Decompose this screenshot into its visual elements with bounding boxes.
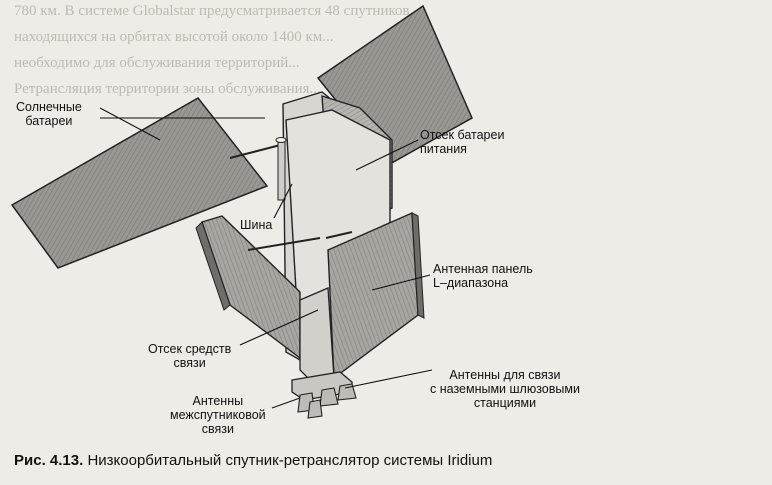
caption-text: Низкоорбитальный спутник-ретранслятор си… bbox=[87, 452, 493, 469]
caption-number: Рис. 4.13. bbox=[14, 452, 84, 469]
gateway-antenna-3 bbox=[337, 383, 357, 401]
strut-2 bbox=[325, 231, 353, 239]
leader-gateway bbox=[344, 369, 433, 389]
leader-comms bbox=[239, 309, 319, 346]
figure-caption: Рис. 4.13. Низкоорбитальный спутник-ретр… bbox=[14, 452, 492, 469]
bleed-through-text: 780 км. В системе Globalstar предусматри… bbox=[14, 3, 421, 97]
leader-bus bbox=[273, 183, 293, 219]
label-l-band-panel: Антенная панель L–диапазона bbox=[433, 262, 533, 290]
solar-panel-lower bbox=[10, 97, 269, 269]
satellite-figure bbox=[10, 4, 473, 419]
strut bbox=[247, 237, 321, 251]
label-bus: Шина bbox=[240, 218, 273, 232]
l-band-panel-edge bbox=[411, 212, 425, 319]
gateway-antennas bbox=[297, 383, 357, 419]
leader-lband bbox=[371, 274, 431, 291]
bleed-line: находящихся на орбитах высотой около 140… bbox=[14, 29, 334, 45]
gateway-antenna-4 bbox=[307, 399, 323, 419]
label-solar-panels: Солнечные батареи bbox=[16, 100, 82, 128]
label-battery-bay: Отсек батареи питания bbox=[420, 128, 505, 156]
bus-rod bbox=[277, 139, 286, 201]
label-gateway-antennas: Антенны для связи с наземными шлюзовыми … bbox=[430, 368, 580, 410]
comms-bay bbox=[299, 287, 335, 389]
label-comms-bay: Отсек средств связи bbox=[148, 342, 232, 370]
bus-rod-top bbox=[275, 137, 287, 143]
bleed-line: необходимо для обслуживания территорий..… bbox=[14, 55, 300, 71]
leader-battery bbox=[355, 139, 419, 171]
label-isl-antennas: Антенны межспутниковой связи bbox=[170, 394, 266, 436]
bleed-line: 780 км. В системе Globalstar предусматри… bbox=[14, 3, 421, 19]
leader-solar-1 bbox=[99, 107, 161, 141]
isl-antenna-left-edge bbox=[195, 221, 231, 311]
leader-isl bbox=[271, 397, 301, 409]
gateway-antenna-2 bbox=[319, 387, 339, 407]
bleed-line: Ретрансляция территории зоны обслуживани… bbox=[14, 81, 321, 97]
